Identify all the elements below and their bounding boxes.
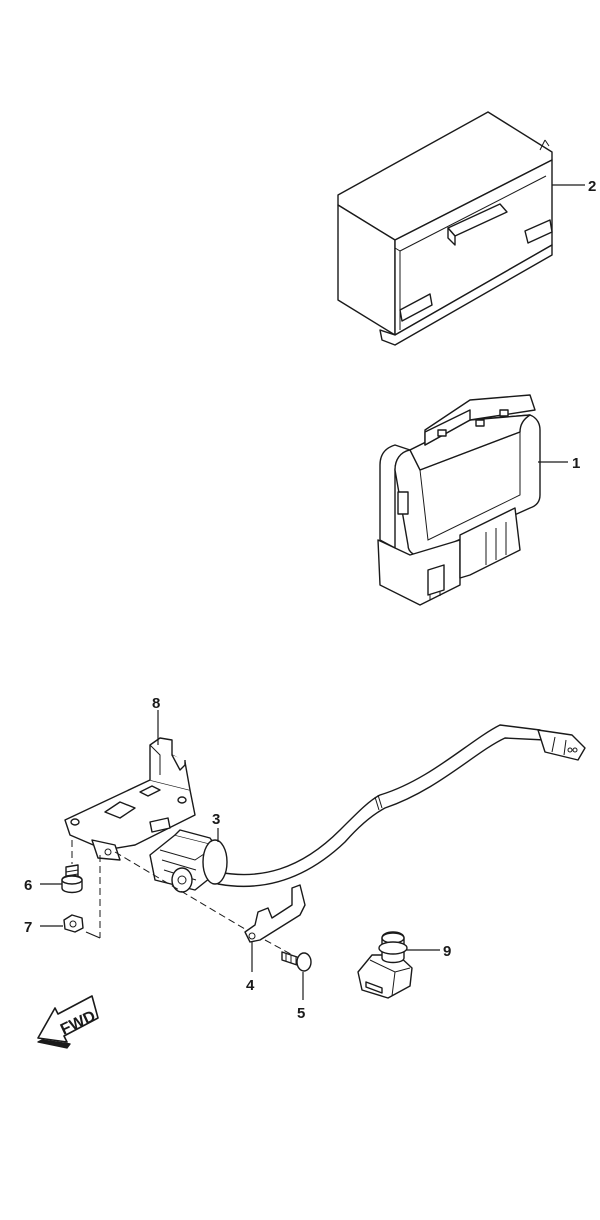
part-4-clamp (244, 884, 306, 943)
callout-9: 9 (406, 943, 451, 960)
assembly-lines (71, 840, 299, 959)
svg-text:6: 6 (24, 877, 32, 894)
part-8-bracket (64, 737, 196, 861)
svg-text:1: 1 (572, 455, 580, 472)
svg-text:7: 7 (24, 919, 32, 936)
callout-1: 1 (538, 455, 580, 472)
svg-text:9: 9 (443, 943, 451, 960)
part-1-relay-box (377, 394, 541, 606)
callout-7: 7 (24, 919, 63, 936)
svg-text:4: 4 (246, 977, 255, 994)
svg-text:3: 3 (212, 811, 220, 828)
part-2-control-unit (337, 111, 553, 346)
fwd-arrow-icon: FWD (37, 995, 99, 1049)
part-6-bolt (61, 864, 83, 894)
callout-4: 4 (246, 942, 255, 994)
part-7-nut (63, 914, 84, 933)
svg-text:5: 5 (297, 1005, 305, 1022)
callout-2: 2 (552, 178, 596, 195)
part-9-mount (357, 931, 413, 999)
svg-text:8: 8 (152, 695, 160, 712)
wire-harness (217, 724, 586, 887)
callout-8: 8 (152, 695, 160, 745)
callout-6: 6 (24, 877, 62, 894)
svg-text:2: 2 (588, 178, 596, 195)
callout-5: 5 (297, 972, 305, 1022)
part-5-screw (281, 951, 312, 972)
part-3-connector-grommet (149, 829, 228, 893)
callout-3: 3 (212, 811, 220, 842)
